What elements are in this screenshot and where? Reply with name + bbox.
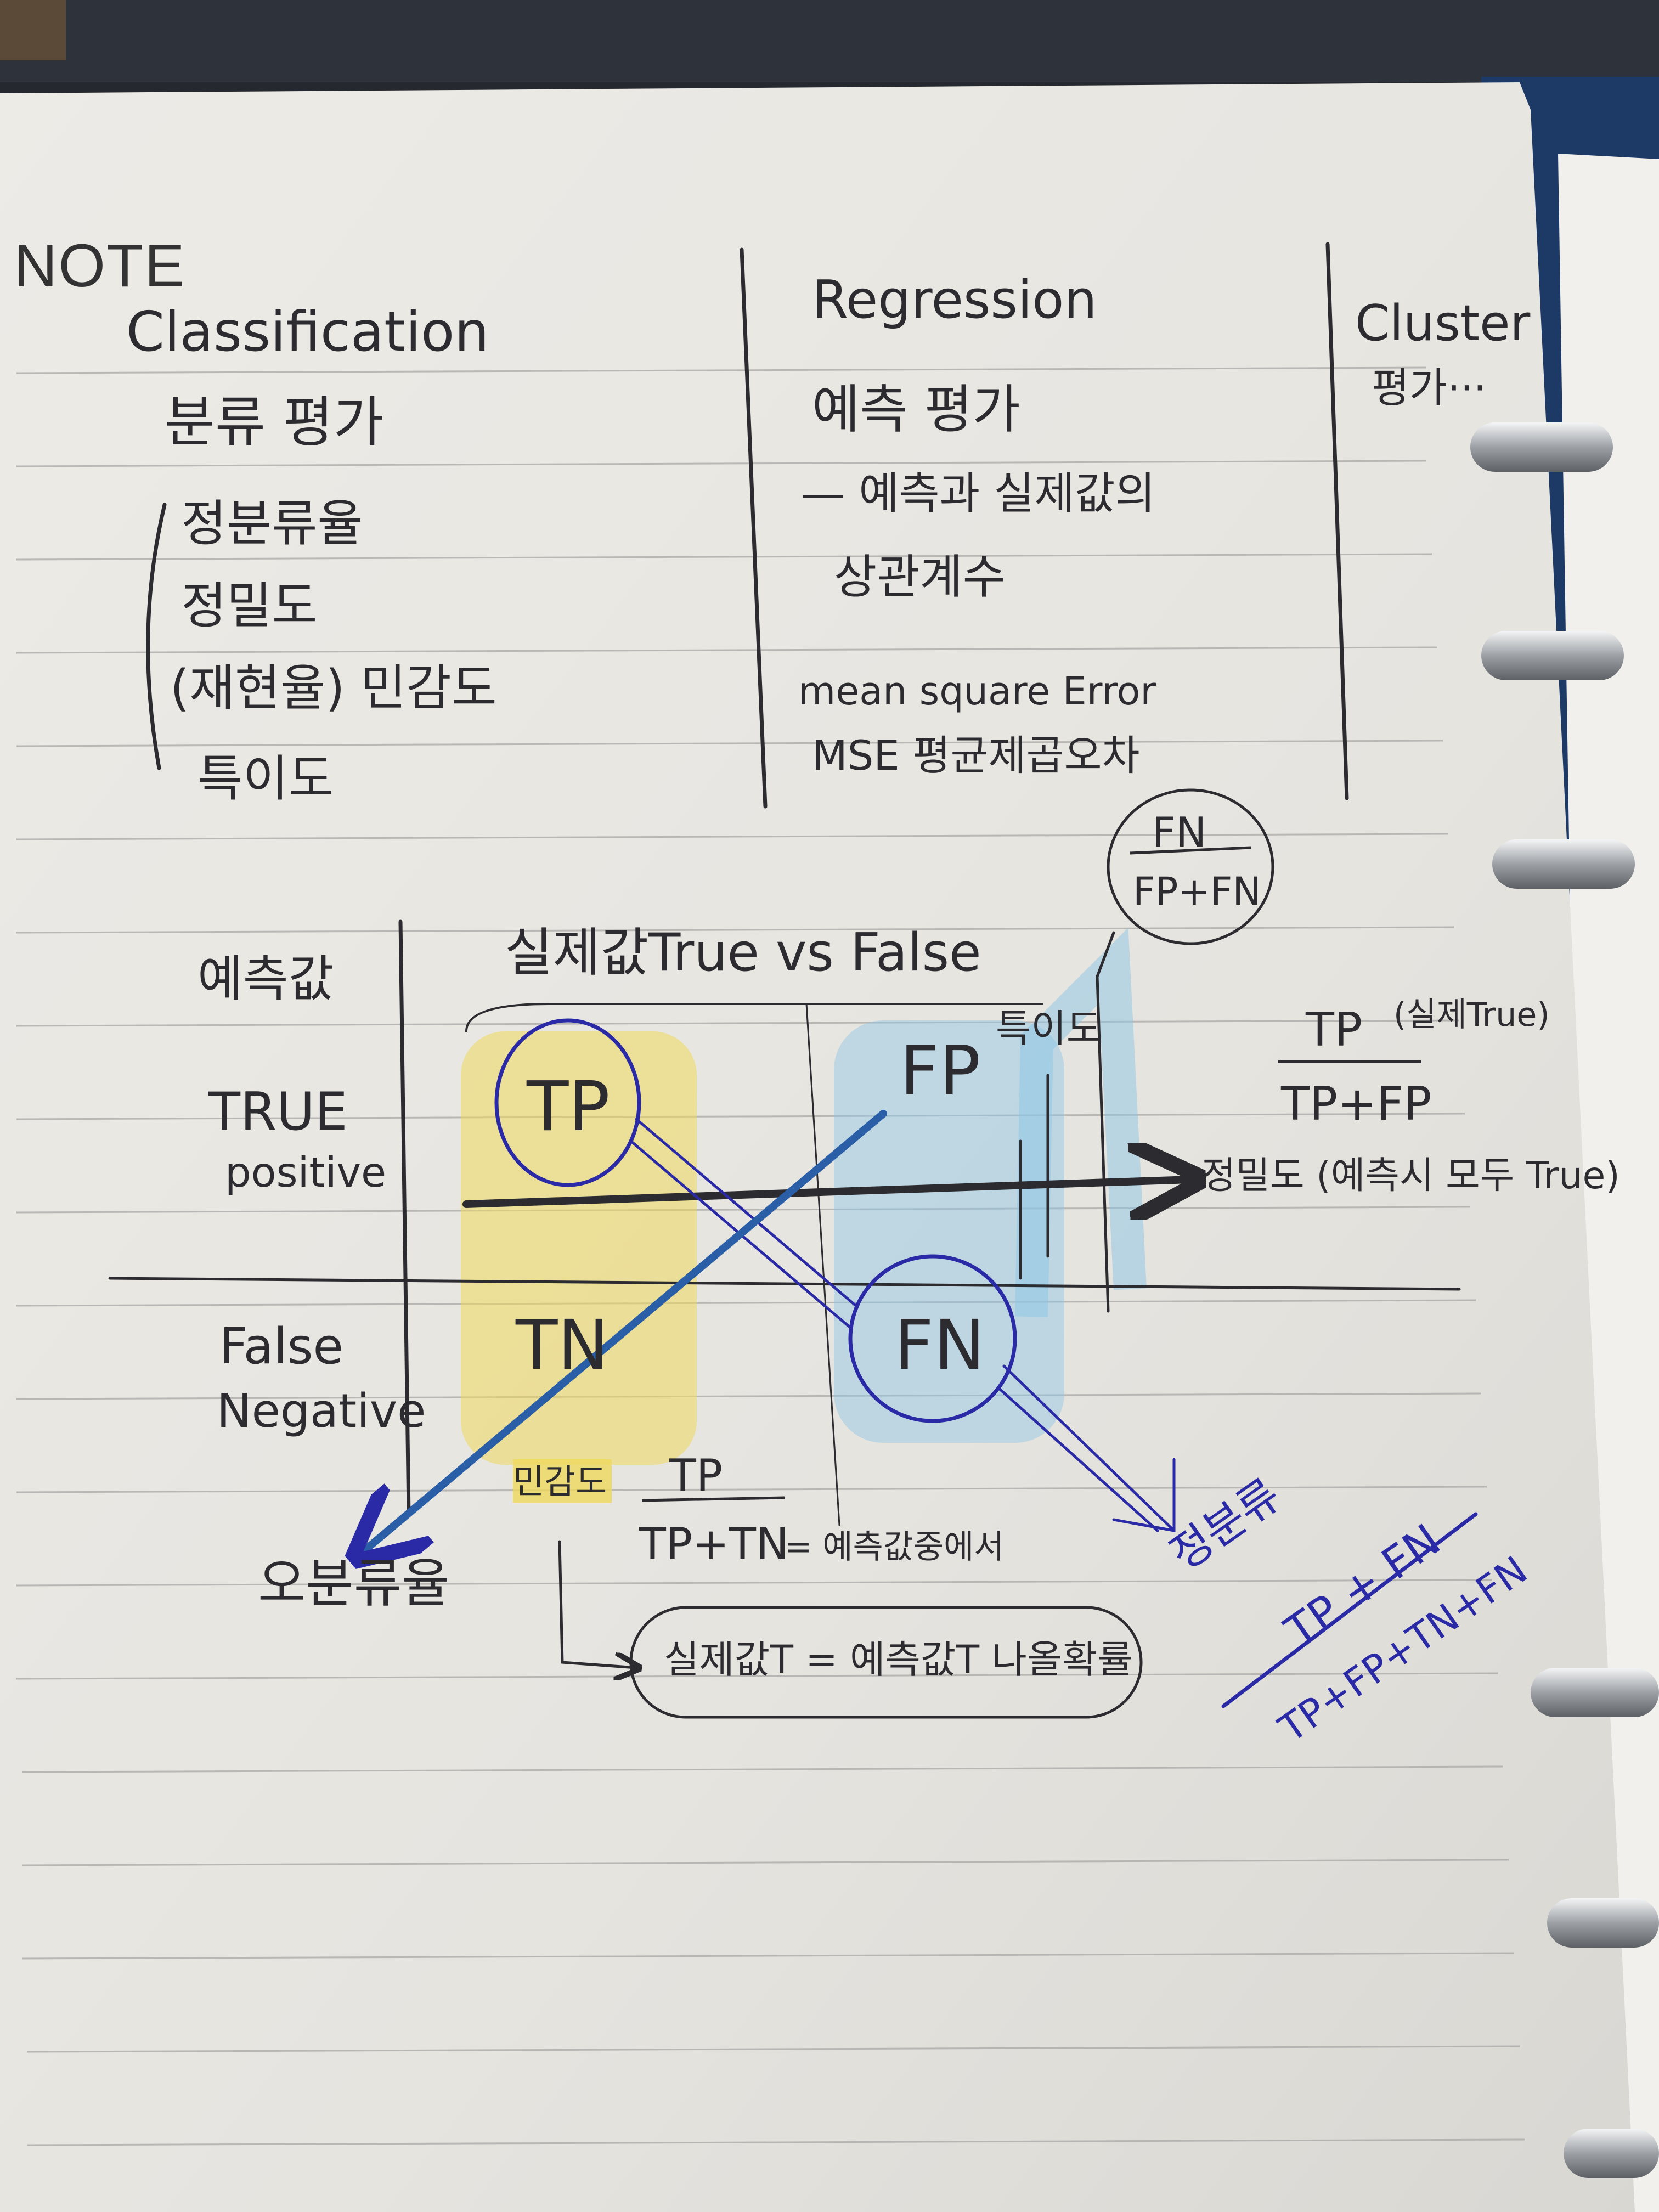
precision-note: (실제True): [1393, 996, 1550, 1034]
matrix-top-border: [465, 1003, 1043, 1032]
specificity-arrow-3: [1096, 931, 1115, 1313]
sensitivity-numerator: TP: [669, 1450, 723, 1501]
ruled-lines: [16, 366, 1526, 2146]
matrix-vertical-axis: [398, 919, 411, 1516]
accuracy-fraction-bar: [1221, 1512, 1478, 1708]
specificity-numerator: FN: [1152, 808, 1207, 856]
classification-title: Classification: [126, 300, 489, 364]
row-true-label: TRUE: [208, 1082, 348, 1142]
classification-item: 특이도: [198, 750, 334, 808]
sensitivity-label: 민감도: [513, 1462, 607, 1502]
cluster-subtitle: 평가···: [1372, 364, 1487, 412]
sensitivity-note: 실제값T = 예측값T 나올확률: [664, 1637, 1133, 1682]
column-divider-2: [1325, 242, 1349, 800]
regression-item: mean square Error: [798, 669, 1156, 714]
row-false-sublabel: Negative: [217, 1384, 426, 1438]
predicted-label: 예측값: [198, 950, 334, 1008]
sensitivity-elbow-arrow: [558, 1540, 636, 1668]
accuracy-arrow: [997, 1364, 1176, 1532]
precision-label: 정밀도 (예측시 모두 True): [1201, 1154, 1620, 1198]
note-label: NOTE: [14, 232, 186, 300]
cell-fp: FP: [900, 1031, 981, 1111]
matrix-center-divider: [805, 1003, 840, 1526]
regression-item: 상관계수: [834, 550, 1006, 605]
binder-rings: [1470, 422, 1659, 2178]
regression-subtitle: 예측 평가: [812, 380, 1020, 440]
classification-item: 정분류율: [181, 495, 363, 552]
classification-bracket: [146, 503, 167, 770]
tp-circle: [494, 1018, 641, 1187]
classification-item: (재현율) 민감도: [170, 659, 497, 717]
sensitivity-denominator: TP+TN: [639, 1519, 789, 1570]
fn-circle: [848, 1254, 1017, 1423]
sensitivity-suffix: = 예측값중에서: [785, 1528, 1005, 1566]
note-page: [0, 82, 1635, 2212]
column-divider-1: [740, 247, 768, 809]
precision-denominator: TP+FP: [1281, 1077, 1432, 1131]
keyboard-edge: [0, 0, 1659, 82]
cell-fn: FN: [894, 1306, 985, 1385]
classification-item: 정밀도: [181, 577, 318, 635]
specificity-denominator: FP+FN: [1133, 869, 1261, 914]
misclassification-arrow: [362, 1110, 887, 1553]
cell-tp: TP: [527, 1067, 610, 1147]
precision-arrow: [462, 1180, 1190, 1204]
specificity-circle: [1107, 788, 1274, 945]
matrix-horizontal-divider: [108, 1277, 1461, 1291]
sensitivity-fraction-bar: [641, 1496, 785, 1502]
precision-numerator: TP: [1306, 1003, 1363, 1057]
regression-item: MSE 평균제곱오차: [812, 731, 1140, 780]
regression-item: — 예측과 실제값의: [801, 468, 1156, 519]
regression-title: Regression: [812, 270, 1097, 330]
cell-tn: TN: [516, 1306, 609, 1385]
sensitivity-note-box: [629, 1606, 1143, 1719]
specificity-label: 특이도: [996, 1006, 1102, 1051]
actual-label: 실제값True vs False: [505, 923, 981, 983]
row-true-sublabel: positive: [225, 1148, 387, 1197]
misclassification-label: 오분류율: [258, 1554, 450, 1614]
cluster-title: Cluster: [1355, 295, 1531, 352]
row-false-label: False: [219, 1318, 343, 1375]
highlights: [461, 928, 1147, 1503]
classification-subtitle: 분류 평가: [165, 390, 384, 454]
specificity-fraction-bar: [1130, 846, 1251, 855]
